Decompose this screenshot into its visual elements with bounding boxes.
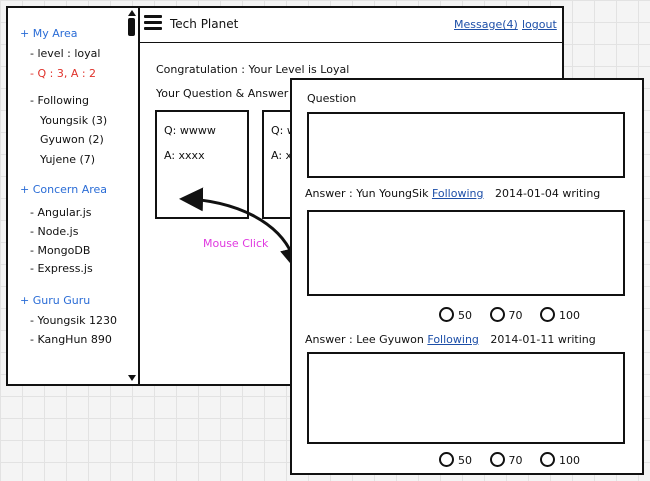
rating-radio-100[interactable] xyxy=(540,307,555,322)
messages-link[interactable]: Message(4) xyxy=(454,18,518,31)
qa-card-question: Q: wwww xyxy=(164,124,216,137)
qa-section-title: Your Question & Answer xyxy=(156,87,289,100)
sidebar-following-yujene[interactable]: Yujene (7) xyxy=(40,153,96,166)
sidebar-scrollbar[interactable] xyxy=(126,8,140,384)
answer-author: Answer : Lee Gyuwon xyxy=(305,333,424,346)
sidebar-concern-angular[interactable]: - Angular.js xyxy=(30,206,92,219)
qa-card-answer: A: xxxx xyxy=(164,149,205,162)
scroll-down-arrow-icon[interactable] xyxy=(128,375,136,381)
sidebar-guru-guru[interactable]: + Guru Guru xyxy=(20,294,91,307)
sidebar-my-area[interactable]: + My Area xyxy=(20,27,78,40)
rating-radio-70[interactable] xyxy=(489,307,505,322)
app-title: Tech Planet xyxy=(170,17,239,31)
sidebar: + My Area - level : loyal - Q : 3, A : 2… xyxy=(8,8,127,384)
question-textbox[interactable] xyxy=(307,112,625,178)
answer-textbox[interactable] xyxy=(307,210,625,296)
rating-radio-group: 50 70 100 xyxy=(439,307,594,322)
answer-follow-link[interactable]: Following xyxy=(427,333,479,346)
rating-label-50: 50 xyxy=(458,454,472,467)
answer-author: Answer : Yun YoungSik xyxy=(305,187,429,200)
hamburger-menu-icon[interactable] xyxy=(144,15,162,33)
top-bar: Tech Planet Message(4) logout xyxy=(138,8,562,43)
scroll-up-arrow-icon[interactable] xyxy=(128,10,136,16)
sidebar-concern-express[interactable]: - Express.js xyxy=(30,262,93,275)
sidebar-following-heading: - Following xyxy=(30,94,89,107)
answer-textbox[interactable] xyxy=(307,352,625,444)
rating-label-70: 70 xyxy=(508,454,523,467)
scroll-thumb[interactable] xyxy=(128,18,135,36)
rating-radio-50[interactable] xyxy=(439,307,454,322)
qa-card[interactable]: Q: wwww A: xxxx xyxy=(155,110,249,219)
sidebar-concern-mongodb[interactable]: - MongoDB xyxy=(30,244,91,257)
answer-header: Answer : Lee Gyuwon Following 2014-01-11… xyxy=(305,333,596,346)
answer-follow-link[interactable]: Following xyxy=(431,187,484,200)
sidebar-qa-count[interactable]: - Q : 3, A : 2 xyxy=(30,67,97,80)
mouse-click-annotation: Mouse Click xyxy=(203,237,269,250)
question-label: Question xyxy=(307,92,357,105)
sidebar-guru-youngsik[interactable]: - Youngsik 1230 xyxy=(30,314,118,327)
rating-radio-group: 50 70 100 xyxy=(439,452,594,467)
qa-card-question: Q: w xyxy=(271,124,296,137)
answer-date: 2014-01-11 writing xyxy=(490,333,596,346)
rating-label-100: 100 xyxy=(559,309,580,322)
congratulation-text: Congratulation : Your Level is Loyal xyxy=(156,63,350,76)
answer-date: 2014-01-04 writing xyxy=(494,187,601,200)
question-detail-window: Question Answer : Yun YoungSik Following… xyxy=(290,78,644,475)
rating-label-50: 50 xyxy=(458,309,472,322)
rating-label-70: 70 xyxy=(508,309,523,322)
sidebar-guru-kanghun[interactable]: - KangHun 890 xyxy=(30,333,112,346)
logout-link[interactable]: logout xyxy=(522,18,557,31)
rating-radio-50[interactable] xyxy=(439,452,454,467)
rating-radio-70[interactable] xyxy=(489,452,505,467)
rating-label-100: 100 xyxy=(559,454,580,467)
sidebar-following-gyuwon[interactable]: Gyuwon (2) xyxy=(40,133,104,146)
sidebar-following-youngsik[interactable]: Youngsik (3) xyxy=(40,114,108,127)
sidebar-concern-node[interactable]: - Node.js xyxy=(30,225,79,238)
answer-header: Answer : Yun YoungSik Following 2014-01-… xyxy=(305,187,600,200)
sidebar-concern-area[interactable]: + Concern Area xyxy=(20,183,108,196)
sidebar-level: - level : loyal xyxy=(30,47,101,60)
rating-radio-100[interactable] xyxy=(540,452,555,467)
qa-card-answer: A: x xyxy=(271,149,293,162)
